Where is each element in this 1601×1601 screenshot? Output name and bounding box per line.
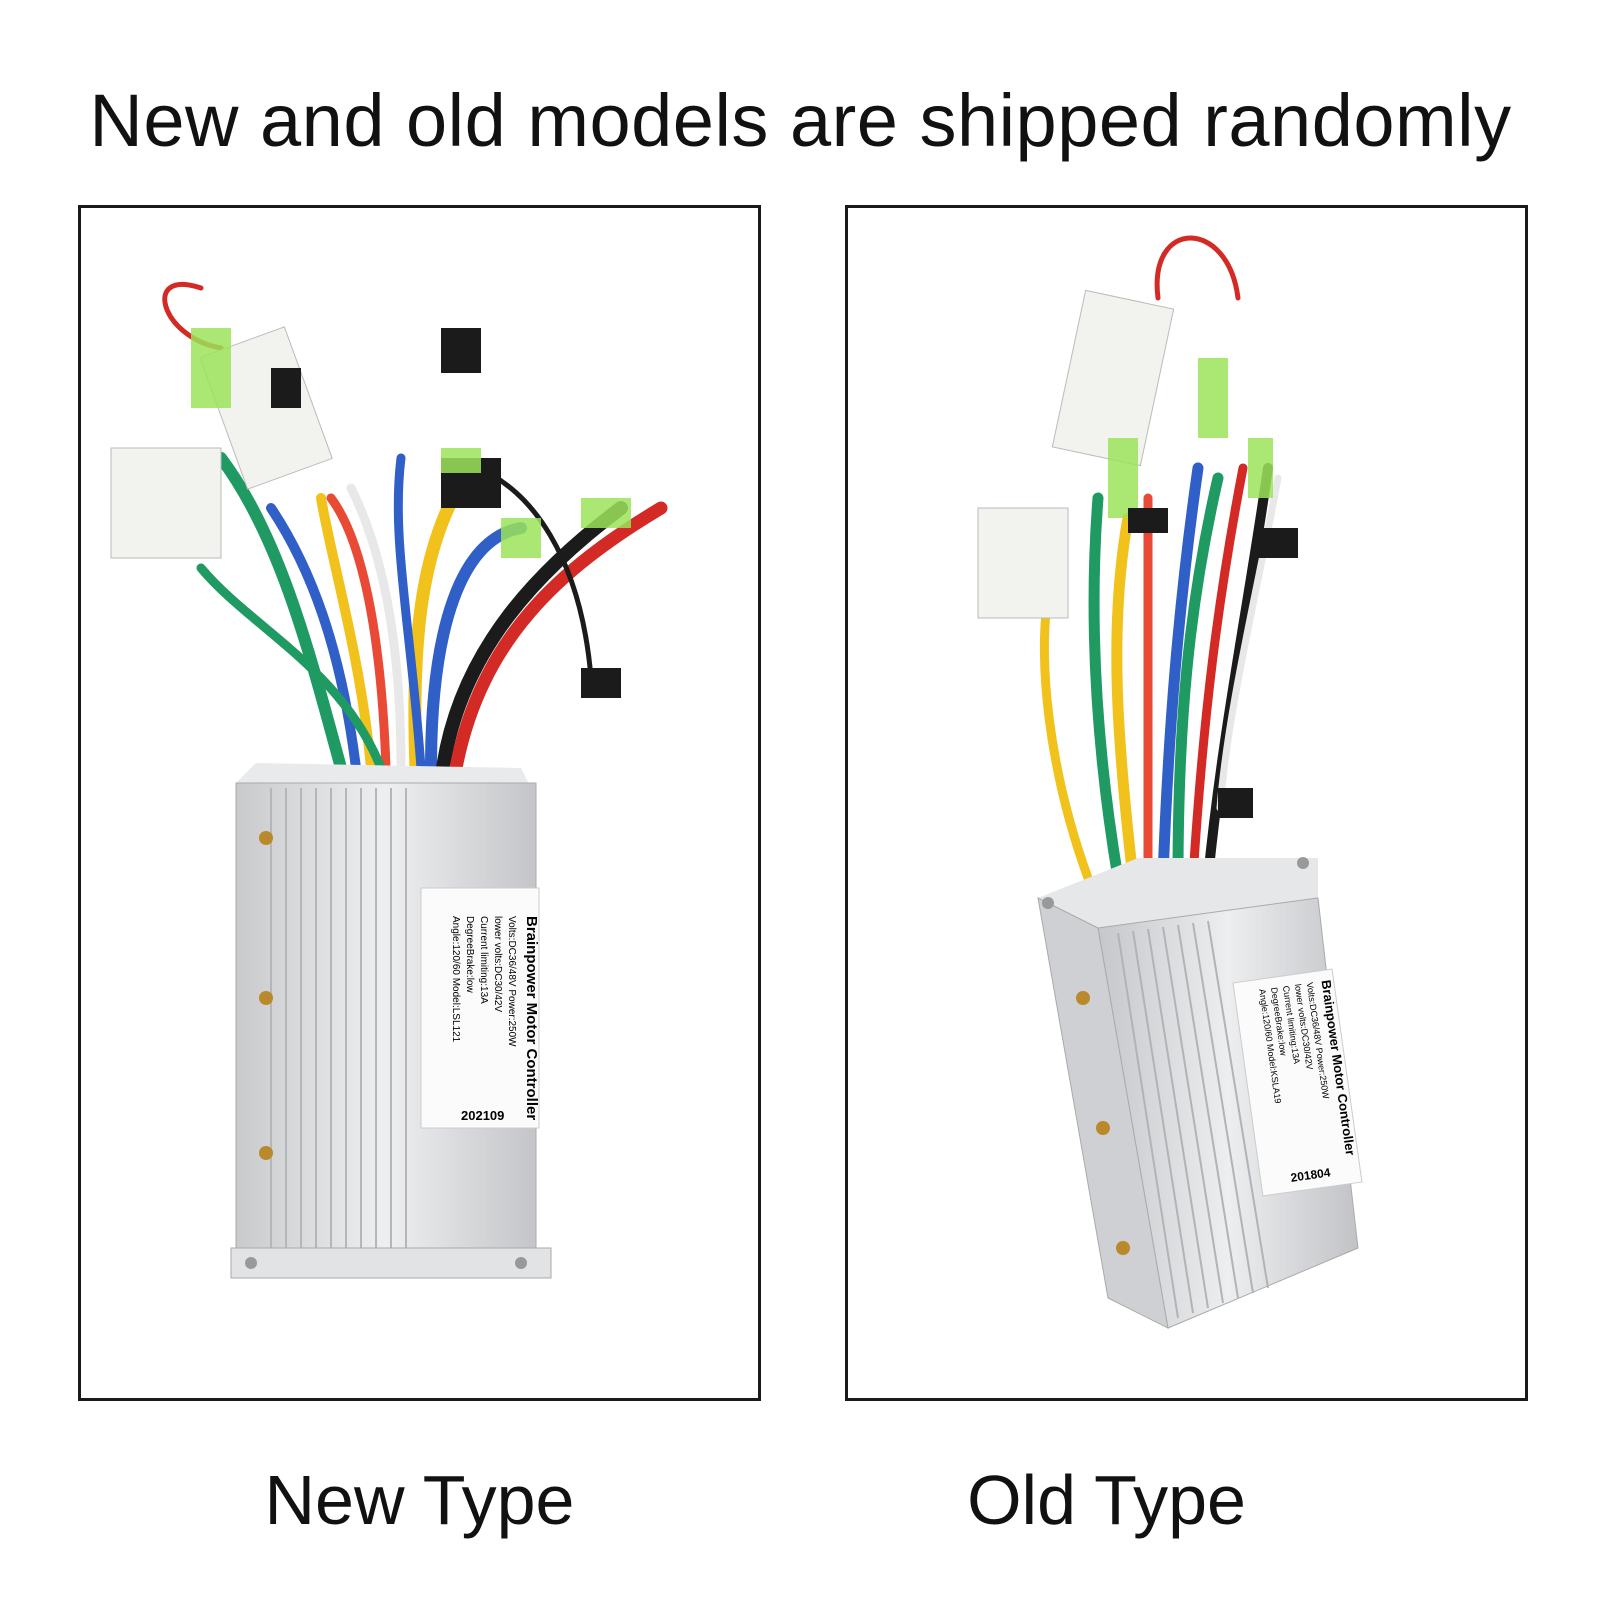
new-label-line1: Volts:DC36/48V Power:250W — [506, 916, 517, 1047]
new-type-panel: Brainpower Motor Controller Volts:DC36/4… — [78, 205, 761, 1401]
old-label-serial: 201804 — [1290, 1165, 1332, 1184]
new-label-line2: lower volts:DC30/42V — [492, 916, 503, 1012]
new-type-controller-photo: Brainpower Motor Controller Volts:DC36/4… — [110, 281, 668, 1279]
new-label-line3: Current limiting:13A — [478, 916, 489, 1004]
new-label-line5: Angle:120/60 Model:LSL121 — [450, 916, 461, 1043]
headline: New and old models are shipped randomly — [89, 79, 1512, 162]
new-label-line4: DegreeBrake:low — [464, 916, 475, 993]
connector-white-left — [110, 447, 222, 559]
old-type-panel: Brainpower Motor Controller Volts:DC36/4… — [845, 205, 1528, 1401]
old-type-controller-photo: Brainpower Motor Controller Volts:DC36/4… — [977, 235, 1363, 1329]
new-label-title: Brainpower Motor Controller — [523, 916, 540, 1120]
new-type-caption: New Type — [264, 1461, 575, 1539]
old-type-caption: Old Type — [967, 1461, 1246, 1539]
new-label-serial: 202109 — [461, 1108, 504, 1123]
